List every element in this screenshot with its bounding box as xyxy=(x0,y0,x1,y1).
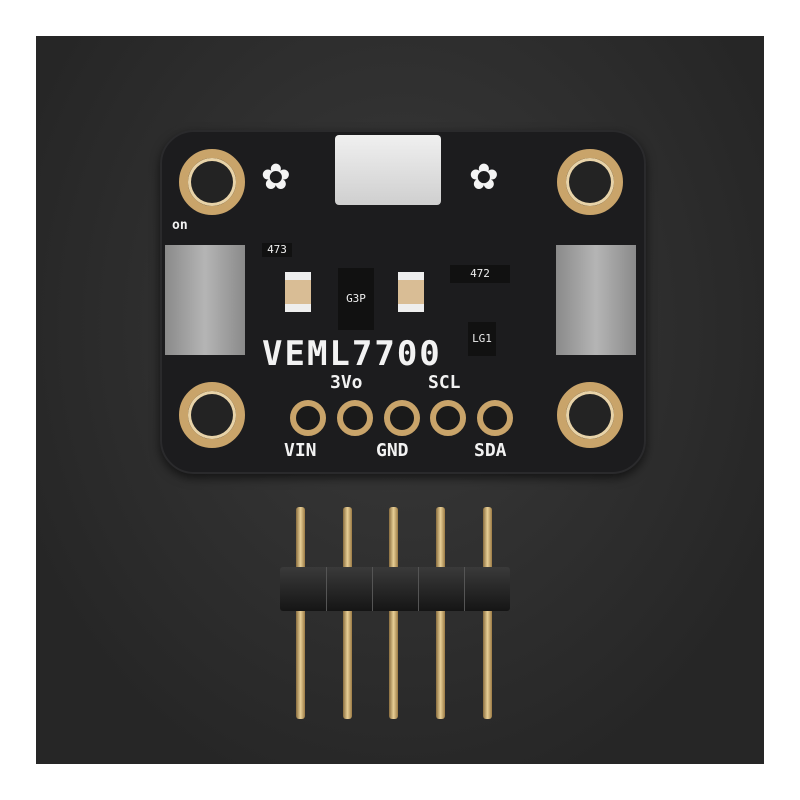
adafruit-flower-logo: ✿ xyxy=(470,146,498,200)
pin-pad-vin xyxy=(290,400,326,436)
header-pin xyxy=(296,507,305,719)
header-pin xyxy=(343,507,352,719)
capacitor xyxy=(398,272,424,312)
pin-pad-gnd xyxy=(384,400,420,436)
pin-label-3vo: 3Vo xyxy=(330,372,363,393)
mounting-hole xyxy=(557,382,623,448)
stemma-connector-top xyxy=(335,135,441,205)
mounting-hole xyxy=(179,149,245,215)
pin-label-vin: VIN xyxy=(284,440,317,461)
pin-pad-sda xyxy=(477,400,513,436)
stemma-connector-left xyxy=(165,245,245,355)
regulator-g3p: G3P xyxy=(338,268,374,330)
resistor-473: 473 xyxy=(262,243,292,257)
header-pin xyxy=(389,507,398,719)
pin-pad-scl xyxy=(430,400,466,436)
adafruit-flower-logo: ✿ xyxy=(262,146,290,200)
pin-label-gnd: GND xyxy=(376,440,409,461)
pin-label-scl: SCL xyxy=(428,372,461,393)
header-plastic-strip xyxy=(280,567,510,611)
header-pin xyxy=(436,507,445,719)
transistor-lg1: LG1 xyxy=(468,322,496,356)
mounting-hole xyxy=(179,382,245,448)
mounting-hole xyxy=(557,149,623,215)
stemma-connector-right xyxy=(556,245,636,355)
header-pin xyxy=(483,507,492,719)
capacitor xyxy=(285,272,311,312)
pin-pad-3vo xyxy=(337,400,373,436)
resistor-array-472: 472 xyxy=(450,265,510,283)
edge-label: on xyxy=(172,218,188,233)
pin-label-sda: SDA xyxy=(474,440,507,461)
board-title: VEML7700 xyxy=(262,334,442,374)
